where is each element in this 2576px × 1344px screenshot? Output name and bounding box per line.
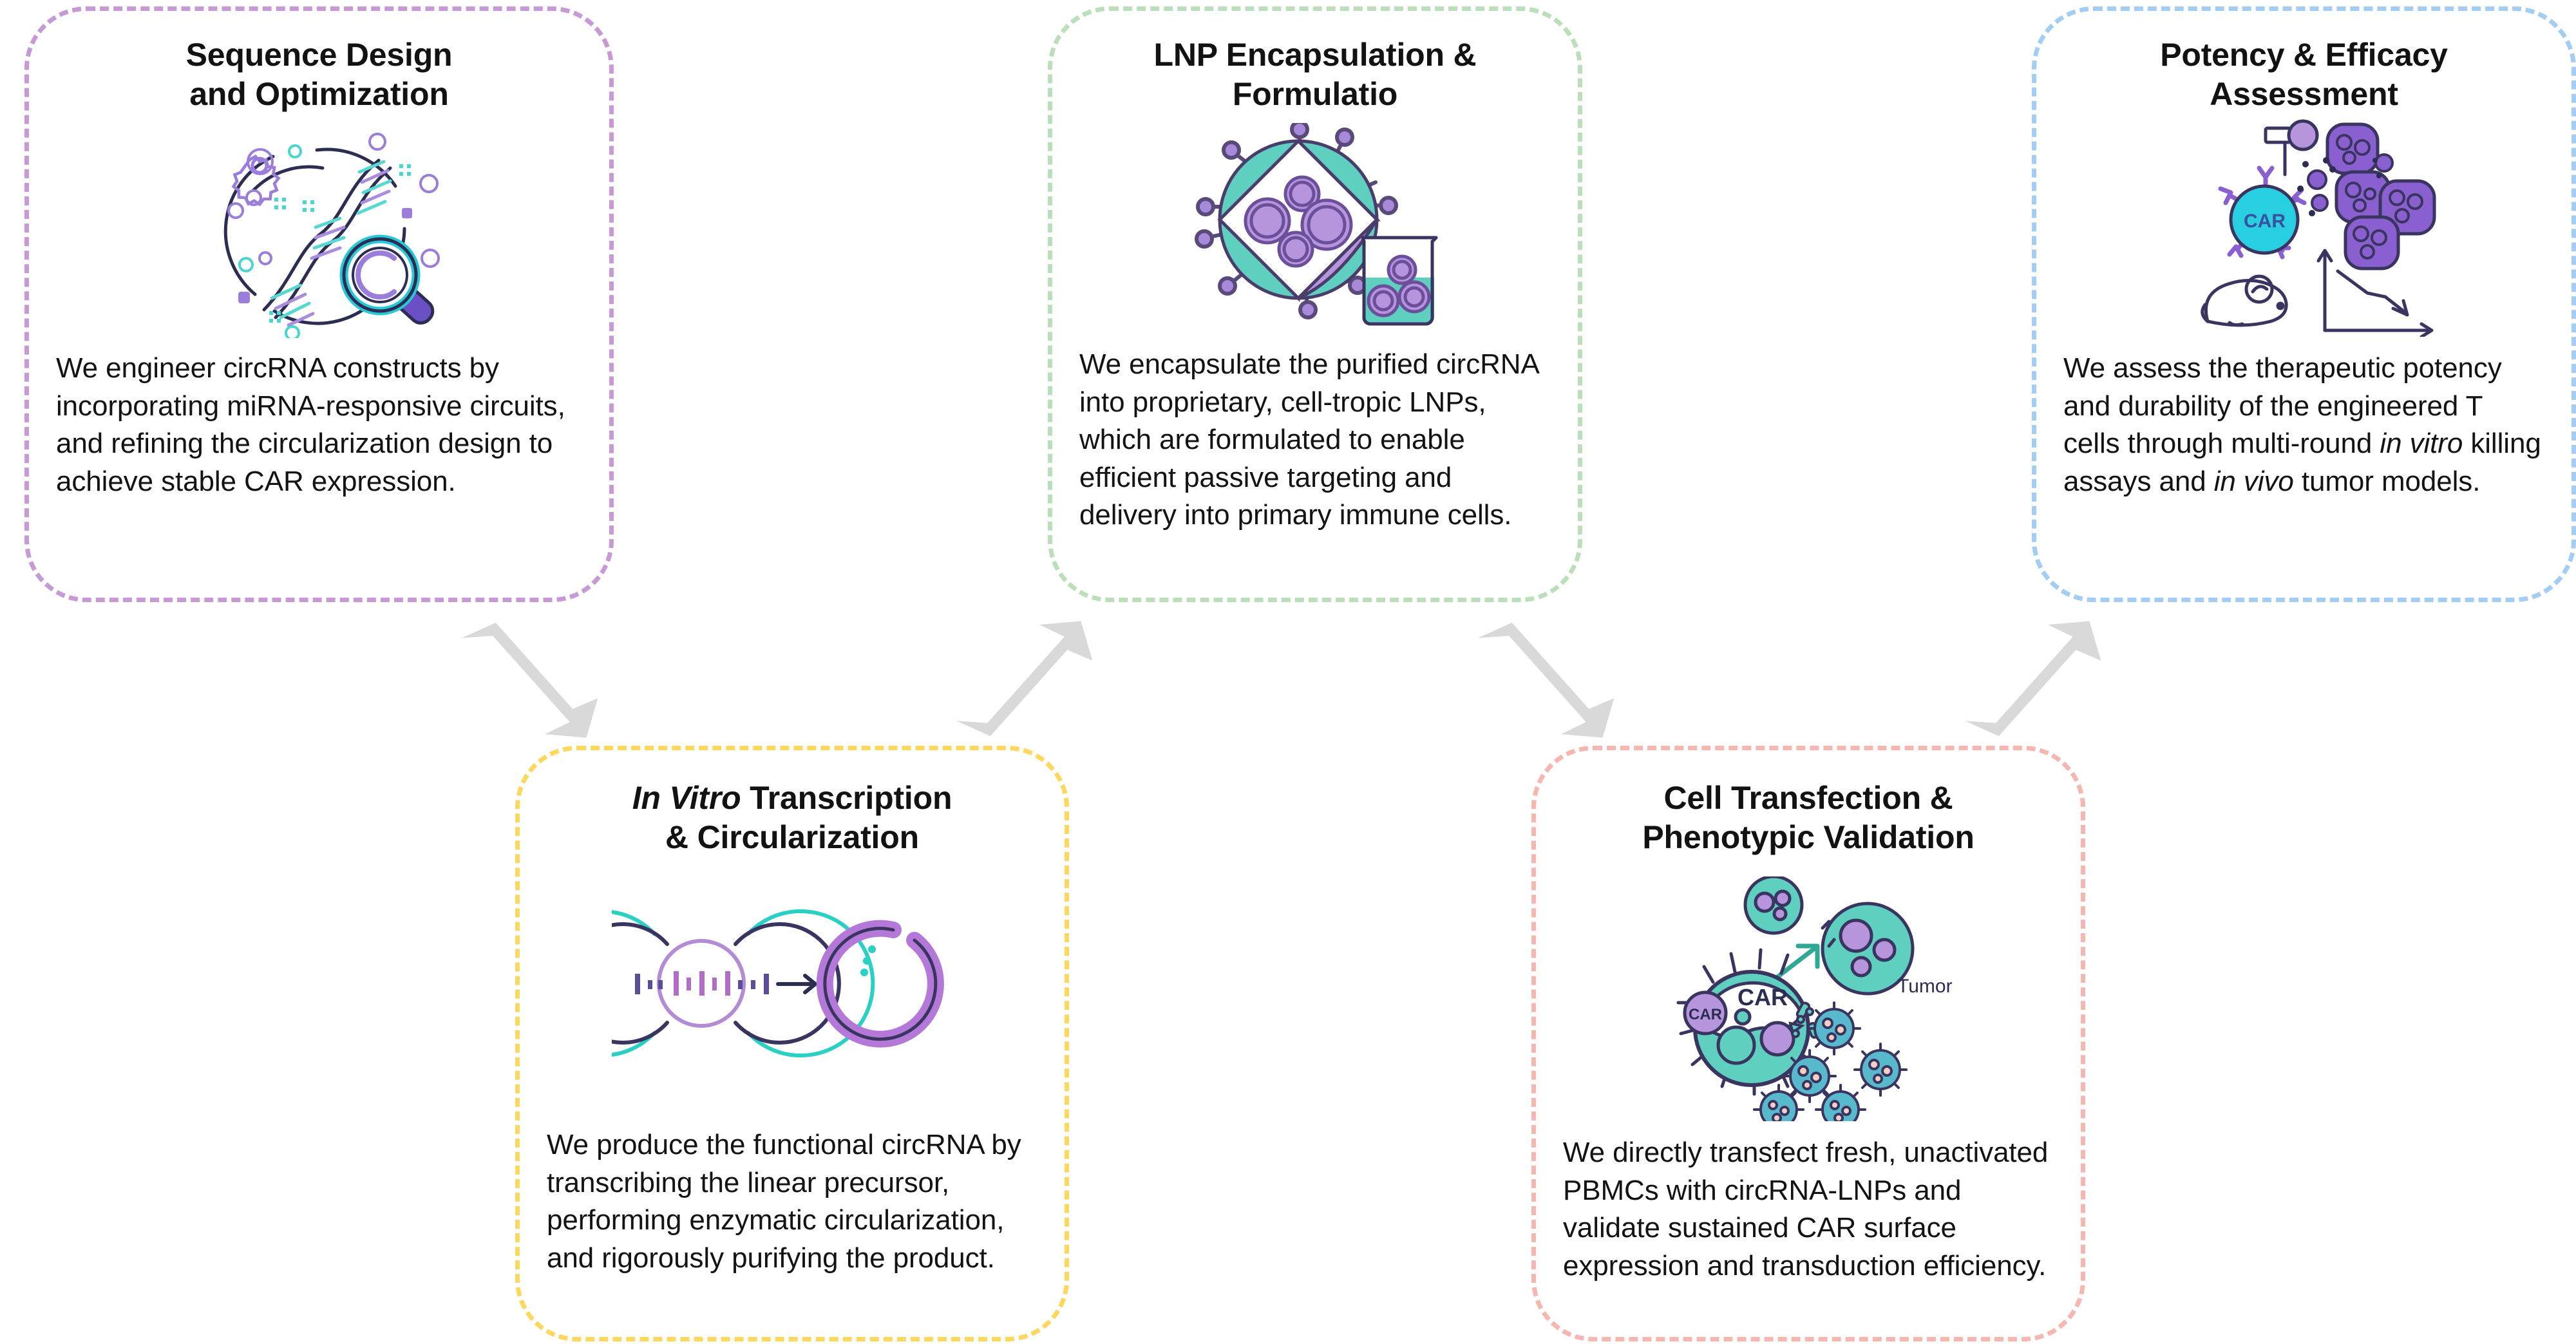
dna-circle-magnifier-icon	[29, 126, 609, 338]
arrow-down-right-sequence-to-ivt	[460, 615, 608, 744]
arrow-up-right-transfection-to-potency	[1963, 615, 2111, 744]
card-body-potency-italic-in-vitro: in vitro	[2380, 428, 2463, 460]
card-body-potency-part1: We assess the therapeutic potency and du…	[2063, 352, 2502, 460]
card-title-ivt: In Vitro Transcription & Circularization	[520, 779, 1065, 857]
tumor-label: Tumor	[1897, 976, 1953, 997]
arrow-up-right-ivt-to-lnp	[954, 615, 1103, 744]
card-sequence-design[interactable]: Sequence Design and Optimization	[24, 6, 614, 602]
card-body-lnp: We encapsulate the purified circRNA into…	[1079, 348, 1539, 531]
card-body-potency: We assess the therapeutic potency and du…	[2036, 350, 2571, 500]
card-body-ivt: We produce the functional circRNA by tra…	[547, 1129, 1021, 1274]
card-body-potency-part2: killing assays and	[2063, 428, 2541, 497]
card-title-ivt-italic: In Vitro	[632, 780, 741, 816]
car-t-cell-tumor-icon: Tumor	[1536, 876, 2081, 1121]
card-potency-efficacy[interactable]: Potency & Efficacy Assessment CAR	[2032, 6, 2576, 602]
card-cell-transfection[interactable]: Cell Transfection & Phenotypic Validatio…	[1531, 746, 2085, 1341]
card-body-potency-part3: tumor models.	[2293, 465, 2481, 497]
car-label-small: CAR	[1689, 1006, 1722, 1023]
arrow-down-right-lnp-to-transfection	[1476, 615, 1624, 744]
card-body-transfection: We directly transfect fresh, unactivated…	[1563, 1137, 2049, 1282]
car-t-mouse-tumor-curve-icon: CAR	[2036, 118, 2571, 337]
card-title-transfection: Cell Transfection & Phenotypic Validatio…	[1642, 780, 1975, 855]
card-title-lnp: LNP Encapsulation & Formulatio	[1153, 37, 1477, 112]
card-title-sequence-design: Sequence Design and Optimization	[185, 37, 453, 112]
car-label: CAR	[2244, 211, 2286, 232]
card-lnp-encapsulation[interactable]: LNP Encapsulation & Formulatio	[1048, 6, 1582, 602]
card-ivt-circularization[interactable]: In Vitro Transcription & Circularization	[515, 746, 1069, 1341]
lipid-nanoparticle-beaker-icon	[1052, 123, 1578, 336]
car-label-large: CAR	[1738, 984, 1788, 1010]
card-body-sequence-design: We engineer circRNA constructs by incorp…	[56, 352, 565, 497]
card-title-ivt-rest: Transcription & Circularization	[665, 780, 952, 855]
card-body-potency-italic-in-vivo: in vivo	[2213, 465, 2294, 497]
card-title-potency: Potency & Efficacy Assessment	[2160, 37, 2448, 112]
linear-to-circular-rna-icon	[520, 887, 1065, 1080]
